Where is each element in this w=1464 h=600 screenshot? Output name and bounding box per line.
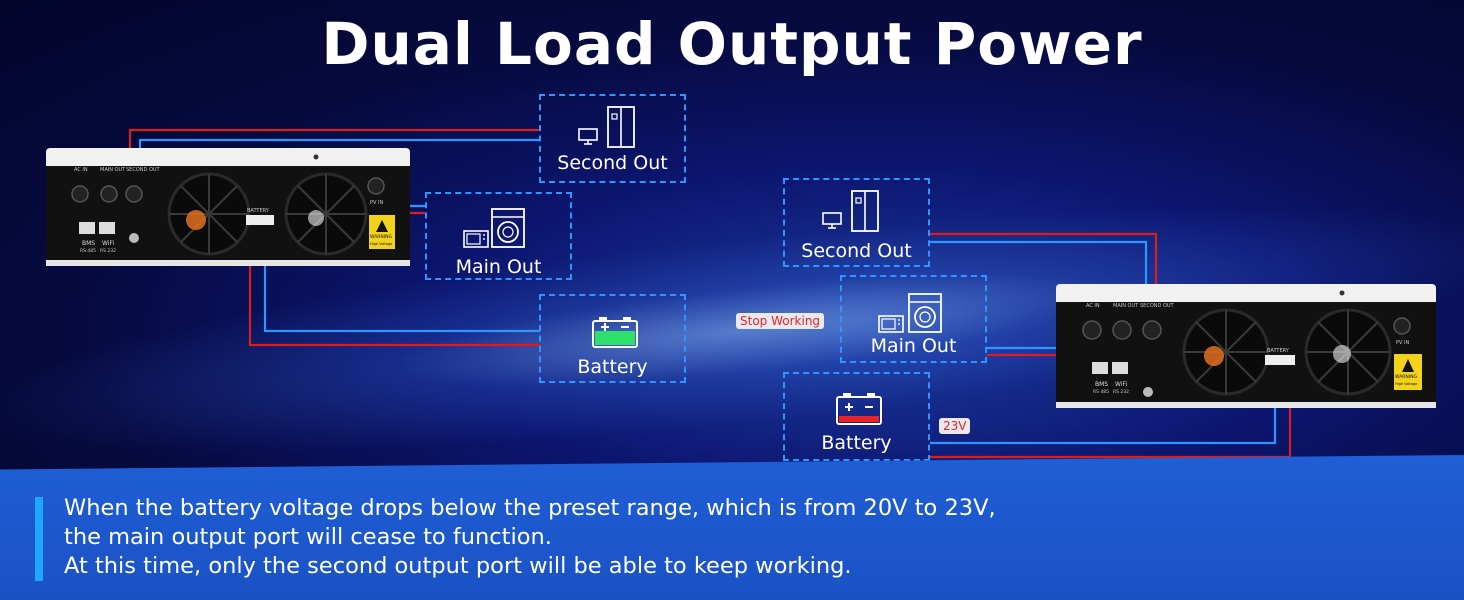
left-battery-box: Battery	[539, 294, 686, 383]
tv-icon	[578, 128, 598, 145]
right-second-out-label: Second Out	[801, 240, 912, 262]
battery-charged-icon	[592, 317, 638, 348]
description-line-3: At this time, only the second output por…	[64, 553, 852, 579]
right-main-out-label: MAIN OUT	[1113, 303, 1139, 309]
battery-low-icon	[836, 393, 882, 425]
right-warning-label: WARNING	[1395, 375, 1417, 380]
voltage-tag: 23V	[939, 418, 971, 434]
washing-machine-icon	[908, 293, 942, 333]
description-accent-bar	[35, 497, 43, 581]
right-inverter: AC IN MAIN OUT SECOND OUT BATTERY PV IN …	[1056, 284, 1436, 410]
right-second-out-label: SECOND OUT	[1140, 303, 1174, 309]
right-rs232-label: RS 232	[1113, 390, 1130, 395]
page-title: Dual Load Output Power	[321, 10, 1143, 78]
right-battery-label: Battery	[821, 432, 892, 454]
left-second-out-label: SECOND OUT	[126, 167, 160, 173]
description-line-2: the main output port will cease to funct…	[64, 524, 552, 550]
left-ac-in-label: AC IN	[74, 167, 88, 173]
left-rs485-label: RS 485	[80, 249, 97, 254]
left-bms-label: BMS	[82, 240, 96, 247]
right-bms-label: BMS	[1095, 381, 1109, 388]
right-main-out-box: Main Out	[840, 275, 987, 363]
left-warning-label: WARNING	[370, 235, 392, 240]
microwave-icon	[463, 230, 489, 248]
washing-machine-icon	[491, 208, 525, 248]
left-second-out-box: Second Out	[539, 94, 686, 183]
stop-working-tag: Stop Working	[736, 313, 825, 329]
description-text: When the battery voltage drops below the…	[64, 494, 1364, 581]
left-battery-label: Battery	[577, 356, 648, 378]
tv-icon	[822, 212, 842, 229]
right-high-voltage-label: High Voltage	[1395, 382, 1418, 386]
left-battery-port-label: BATTERY	[247, 208, 269, 214]
right-wifi-label: WiFi	[1115, 381, 1128, 388]
left-main-out-box: Main Out	[425, 192, 572, 280]
right-rs485-label: RS 485	[1093, 390, 1110, 395]
right-battery-port-label: BATTERY	[1267, 348, 1289, 354]
right-pv-in-label: PV IN	[1396, 340, 1410, 346]
right-ac-in-label: AC IN	[1086, 303, 1100, 309]
right-main-out-label: Main Out	[870, 335, 957, 357]
left-high-voltage-label: High Voltage	[370, 242, 393, 246]
description-panel	[0, 455, 1464, 600]
left-second-out-label: Second Out	[557, 152, 668, 174]
description-line-1: When the battery voltage drops below the…	[64, 495, 996, 521]
refrigerator-icon	[607, 106, 635, 148]
left-wifi-label: WiFi	[102, 240, 115, 247]
right-second-out-box: Second Out	[783, 178, 930, 267]
refrigerator-icon	[851, 190, 879, 232]
left-inverter: AC IN MAIN OUT SECOND OUT BATTERY PV IN …	[46, 148, 410, 268]
left-main-out-label: MAIN OUT	[100, 167, 126, 173]
right-battery-box: Battery	[783, 372, 930, 461]
left-rs232-label: RS 232	[100, 249, 117, 254]
left-pv-in-label: PV IN	[370, 200, 384, 206]
left-main-out-label: Main Out	[455, 256, 542, 278]
microwave-icon	[878, 315, 904, 333]
